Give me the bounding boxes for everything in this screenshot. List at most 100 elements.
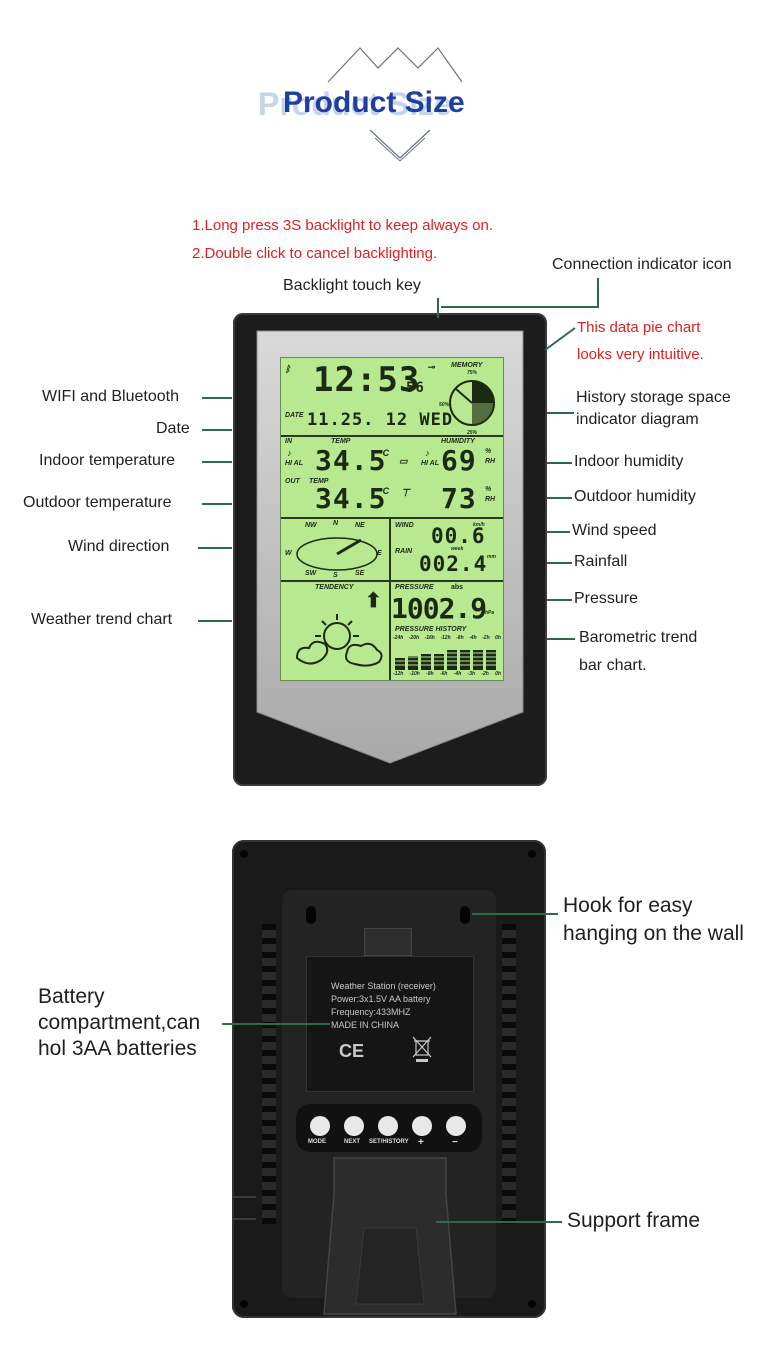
label-battery-1: Battery — [38, 985, 105, 1008]
lcd-date-label: DATE — [285, 412, 304, 419]
label-rainfall: Rainfall — [574, 553, 628, 570]
history-tick: -24h — [393, 635, 404, 641]
memory-level-50: 50% — [439, 402, 450, 408]
memory-level-25: 25% — [467, 430, 478, 436]
history-tick: -3h — [467, 671, 476, 677]
compass-e: E — [377, 550, 382, 557]
front-device: ᛒ 12:53 56 ⊸ MEMORY 75% 50% 25% DATE 11.… — [233, 313, 547, 786]
lcd-hum-unit-top-in: % — [485, 448, 492, 455]
lcd-tendency-label: TENDENCY — [315, 584, 354, 591]
label-pie-note-2: looks very intuitive. — [577, 346, 704, 363]
trend-up-arrow-icon: ⬆ — [365, 590, 382, 612]
header: Product Size Product Size — [0, 0, 782, 180]
wall-hook-right — [460, 906, 470, 924]
history-tick: 0h — [495, 635, 501, 641]
lcd-wind-unit: km/h — [473, 522, 485, 528]
label-wind-dir: Wind direction — [68, 538, 170, 555]
compass-w: W — [285, 550, 292, 557]
set-history-label: SET/HISTORY — [369, 1139, 409, 1145]
label-history-2: indicator diagram — [576, 411, 699, 428]
label-indoor-temp: Indoor temperature — [39, 452, 176, 469]
label-hook-1: Hook for easy — [563, 894, 693, 917]
sticker-line-4: MADE IN CHINA — [331, 1020, 400, 1030]
plus-button[interactable] — [412, 1116, 432, 1136]
page-title: Product Size — [283, 86, 465, 119]
compass-sw: SW — [305, 570, 317, 577]
compass-n: N — [333, 520, 339, 527]
note-line-2: 2.Double click to cancel backlighting. — [192, 245, 438, 262]
lcd-hum-unit-top-out: % — [485, 486, 492, 493]
lcd-hum-unit-bottom-out: RH — [485, 496, 496, 503]
label-outdoor-temp: Outdoor temperature — [23, 494, 172, 511]
lcd-memory-label: MEMORY — [451, 362, 483, 369]
memory-pie-chart — [449, 380, 495, 426]
bell-icon-2: ♪ — [425, 448, 430, 458]
next-button[interactable] — [344, 1116, 364, 1136]
lcd-temp-label: TEMP — [331, 438, 351, 445]
label-history-1: History storage space — [576, 389, 731, 406]
label-baro-2: bar chart. — [579, 657, 647, 674]
lcd-wind-label: WIND — [395, 522, 414, 529]
label-support: Support frame — [567, 1209, 701, 1232]
lcd-pressure-mode: abs — [451, 584, 464, 591]
lcd-date: 11.25. 12 WED — [307, 410, 454, 430]
history-tick: -8h — [426, 671, 434, 677]
battery-latch[interactable] — [364, 928, 412, 956]
lcd-outdoor-hum: 73 — [441, 482, 477, 515]
battery-cover[interactable]: Weather Station (receiver) Power:3x1.5V … — [306, 956, 474, 1092]
history-tick: -8h — [456, 635, 464, 641]
bluetooth-icon: ᛒ — [285, 364, 291, 374]
label-trend: Weather trend chart — [31, 611, 173, 628]
compass-ne: NE — [355, 522, 365, 529]
history-tick: -12h — [393, 671, 404, 677]
lcd-rain-label: RAIN — [395, 548, 413, 555]
lcd-hum-unit-bottom-in: RH — [485, 458, 496, 465]
battery-icon: ▭ — [399, 456, 408, 466]
wind-compass — [296, 537, 378, 571]
lcd-out-label: OUT — [285, 478, 300, 485]
next-label: NEXT — [344, 1139, 361, 1145]
history-ticks-top: -24h -20h -16h -12h -8h -4h -2h 0h — [393, 635, 501, 641]
history-tick: -20h — [408, 635, 420, 641]
note-line-1: 1.Long press 3S backlight to keep always… — [192, 217, 494, 234]
label-indoor-hum: Indoor humidity — [574, 453, 684, 470]
vents-left — [262, 924, 276, 1224]
ce-mark: CE — [339, 1041, 365, 1061]
set-history-button[interactable] — [378, 1116, 398, 1136]
lcd-indoor-temp: 34.5 — [315, 444, 387, 477]
label-pressure: Pressure — [574, 590, 639, 607]
history-tick: -2h — [482, 635, 490, 641]
history-tick: -12h — [440, 635, 451, 641]
back-device: Weather Station (receiver) Power:3x1.5V … — [232, 840, 546, 1318]
key-icon: ⊸ — [427, 362, 435, 372]
label-wifi: WIFI and Bluetooth — [42, 388, 179, 405]
minus-label: − — [452, 1137, 458, 1148]
lcd-temp-unit-out: °C — [379, 486, 390, 496]
history-tick: -2h — [481, 671, 489, 677]
history-tick: -4h — [453, 671, 462, 677]
plus-label: + — [418, 1137, 424, 1148]
lcd-rain-period: week — [451, 546, 464, 552]
minus-button[interactable] — [446, 1116, 466, 1136]
lcd-outdoor-temp: 34.5 — [315, 482, 387, 515]
lcd-hi-al-hum: HI AL — [421, 460, 440, 467]
label-connection: Connection indicator icon — [552, 256, 732, 273]
sun-cloud-icon — [295, 614, 383, 667]
label-baro-1: Barometric trend — [579, 629, 698, 646]
lcd-wind: 00.6 — [431, 524, 486, 548]
lcd-rain: 002.4 — [419, 552, 488, 576]
support-frame[interactable] — [320, 1154, 460, 1318]
history-tick: -10h — [409, 671, 420, 677]
sticker-line-2: Power:3x1.5V AA battery — [331, 994, 431, 1004]
lcd-temp-label-out: TEMP — [309, 478, 329, 485]
lcd-pressure: 1002.9 — [391, 592, 487, 625]
lcd-screen: ᛒ 12:53 56 ⊸ MEMORY 75% 50% 25% DATE 11.… — [280, 357, 504, 681]
lcd-in-label: IN — [285, 438, 292, 445]
vents-right — [502, 924, 516, 1224]
history-tick: -16h — [424, 635, 435, 641]
lcd-temp-unit-in: °C — [379, 448, 390, 458]
lcd-rain-unit: mm — [487, 554, 496, 560]
mode-button[interactable] — [310, 1116, 330, 1136]
lcd-hi-al-in: HI AL — [285, 460, 304, 467]
lcd-history-label: PRESSURE HISTORY — [395, 626, 467, 633]
